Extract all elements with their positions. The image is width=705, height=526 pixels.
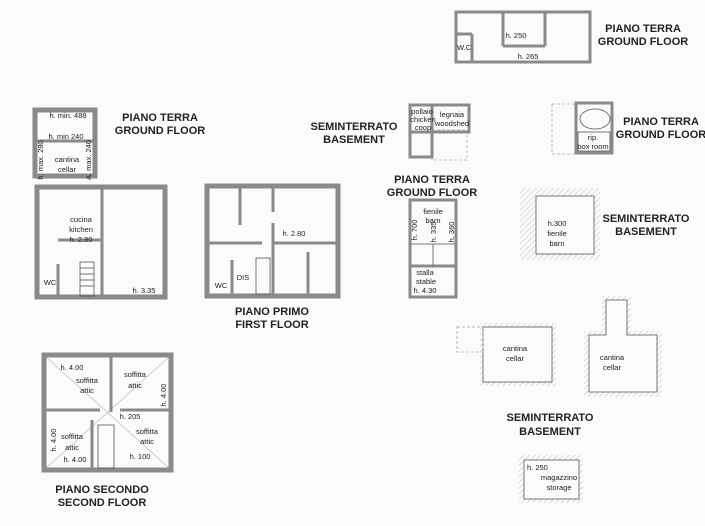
plan-subtitle: BASEMENT [519, 426, 581, 438]
plan-subtitle: GROUND FLOOR [598, 36, 688, 48]
plan-title: SEMINTERRATO [311, 121, 398, 133]
plan-basement-storage: h. 250 magazzino storage [519, 455, 583, 503]
plan-subtitle: BASEMENT [323, 134, 385, 146]
plan-basement-barn: h.300 fienile barn SEMINTERRATO BASEMENT [520, 188, 690, 260]
room-label: h. 4.00 [159, 384, 168, 407]
room-label: attic [80, 386, 94, 395]
plan-title: SEMINTERRATO [603, 213, 690, 225]
room-label: h.300 [548, 219, 567, 228]
room-label: h. 4.00 [64, 455, 87, 464]
plan-subtitle: GROUND FLOOR [616, 129, 705, 141]
room-label: cellar [58, 165, 76, 174]
room-label: h. 2.80 [283, 229, 306, 238]
room-label: W.C. [457, 43, 473, 52]
room-label: barn [425, 216, 440, 225]
room-label: cantina [600, 353, 625, 362]
room-label: stalla [416, 268, 434, 277]
room-label: woodshed [434, 119, 469, 128]
room-label: h. 265 [518, 52, 539, 61]
cellar-walls [32, 107, 98, 179]
room-label: cellar [603, 363, 621, 372]
plan-basement-cellars: cantina cellar cantina cellar SEMINTERRA… [456, 296, 662, 438]
room-label: attic [65, 443, 79, 452]
room-label: barn [549, 239, 564, 248]
plan-ground-boxroom: rip. box room PIANO TERRA GROUND FLOOR [551, 101, 705, 155]
room-label: DIS [237, 273, 250, 282]
room-label: fienile [547, 229, 567, 238]
room-label: cucina [70, 215, 93, 224]
room-label: h. 700 [410, 220, 419, 241]
room-label: h. 335 [429, 222, 438, 243]
staircase [255, 257, 271, 295]
room-label: attic [140, 437, 154, 446]
room-label: h. 2.80 [70, 235, 93, 244]
plan-title: PIANO TERRA [623, 116, 699, 128]
room-label: soffitta [124, 370, 147, 379]
room-label: h. 360 [447, 222, 456, 243]
plan-ground-floor-main: h. min. 488 h. min 240 cantina cellar h.… [32, 107, 205, 300]
room-label: pollaio [411, 107, 433, 116]
room-label: h. 4.00 [61, 363, 84, 372]
room-label: WC [44, 278, 57, 287]
plan-second-floor: h. 4.00 soffitta attic soffitta attic h.… [41, 352, 174, 509]
room-label: soffitta [76, 376, 99, 385]
plan-title: SEMINTERRATO [507, 412, 594, 424]
room-label: box room [577, 142, 608, 151]
room-label: h. 250 [527, 463, 548, 472]
plan-title: PIANO TERRA [394, 174, 470, 186]
plan-title: PIANO SECONDO [55, 484, 149, 496]
room-label: coop [415, 123, 431, 132]
room-label: cantina [55, 155, 80, 164]
room-label: h. max. 280 [36, 140, 45, 179]
plan-title: PIANO TERRA [122, 112, 198, 124]
room-label: rip. [588, 133, 598, 142]
plan-title: PIANO PRIMO [235, 306, 309, 318]
room-label: storage [546, 483, 571, 492]
room-label: attic [128, 381, 142, 390]
room-label: cantina [503, 344, 528, 353]
room-label: stable [416, 277, 436, 286]
room-label: h. min 240 [48, 132, 83, 141]
room-label: h. 3.35 [133, 286, 156, 295]
room-label: soffitta [61, 432, 84, 441]
room-label: h. 4.00 [49, 429, 58, 452]
room-label: h. 100 [130, 452, 151, 461]
plan-first-floor: h. 2.80 DIS WC PIANO PRIMO FIRST FLOOR [204, 183, 341, 331]
room-label: cellar [506, 354, 524, 363]
staircase [79, 261, 95, 297]
room-label: h. 250 [506, 31, 527, 40]
room-label: magazzino [541, 473, 577, 482]
plan-subtitle: SECOND FLOOR [58, 497, 147, 509]
room-label: A. max. 240 [84, 140, 93, 180]
plan-basement-coop: pollaio chicken coop legnaia woodshed SE… [311, 103, 471, 161]
plan-subtitle: GROUND FLOOR [115, 125, 205, 137]
plan-ground-floor-top: W.C. h. 250 h. 265 PIANO TERRA GROUND FL… [454, 10, 688, 64]
plan-title: PIANO TERRA [605, 23, 681, 35]
room-label: WC [215, 281, 228, 290]
room-label: h. 205 [120, 412, 141, 421]
staircase [97, 424, 115, 469]
plan-ground-barn: fienile barn h. 700 h. 335 h. 360 stalla… [387, 174, 477, 299]
room-label: legnaia [440, 110, 465, 119]
room-label: fienile [423, 207, 443, 216]
room-label: soffitta [136, 427, 159, 436]
plan-subtitle: FIRST FLOOR [235, 319, 308, 331]
room-label: kitchen [69, 225, 93, 234]
room-label: h. 4.30 [414, 286, 437, 295]
room-label: h. min. 488 [49, 111, 86, 120]
room-label: chicken [410, 115, 435, 124]
plan-subtitle: BASEMENT [615, 226, 677, 238]
plan-subtitle: GROUND FLOOR [387, 187, 477, 199]
